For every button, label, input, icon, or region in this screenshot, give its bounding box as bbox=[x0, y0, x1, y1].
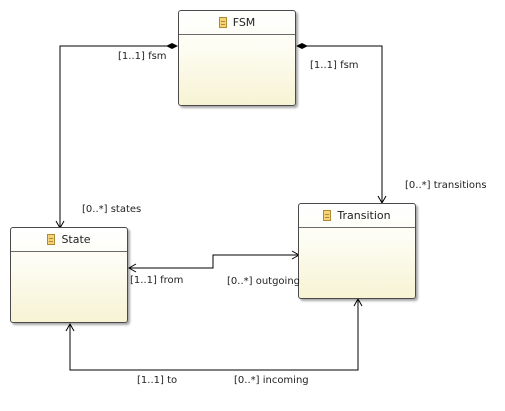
outgoing-role-label: [0..*] outgoing bbox=[227, 276, 301, 287]
fsm-class-box[interactable]: FSM bbox=[178, 10, 296, 106]
state-class-header: State bbox=[11, 228, 127, 252]
class-icon bbox=[47, 234, 56, 245]
incoming-role-label: [0..*] incoming bbox=[234, 375, 309, 386]
fsm-states-diamond bbox=[166, 43, 178, 49]
class-icon bbox=[323, 210, 332, 221]
from-outgoing-connector[interactable] bbox=[129, 254, 299, 269]
fsm-states-connector[interactable] bbox=[59, 45, 176, 228]
transition-class-header: Transition bbox=[299, 204, 415, 228]
class-icon bbox=[218, 17, 227, 28]
fsm-transitions-diamond bbox=[296, 43, 308, 49]
fsm-class-name: FSM bbox=[232, 16, 256, 29]
state-class-box[interactable]: State bbox=[10, 227, 128, 323]
fsm-class-header: FSM bbox=[179, 11, 295, 35]
fsm-left-role-label: [1..1] fsm bbox=[118, 51, 167, 62]
from-role-label: [1..1] from bbox=[130, 275, 184, 286]
fsm-transitions-connector[interactable] bbox=[297, 45, 383, 203]
incoming-arrowhead bbox=[353, 297, 363, 307]
to-incoming-connector[interactable] bbox=[69, 299, 359, 371]
state-class-name: State bbox=[61, 233, 91, 246]
to-arrowhead bbox=[65, 322, 75, 332]
fsm-right-role-label: [1..1] fsm bbox=[310, 60, 359, 71]
transitions-role-label: [0..*] transitions bbox=[405, 180, 487, 191]
to-role-label: [1..1] to bbox=[137, 375, 178, 386]
transition-class-name: Transition bbox=[337, 209, 391, 222]
from-arrowhead bbox=[127, 263, 137, 273]
transition-class-box[interactable]: Transition bbox=[298, 203, 416, 299]
states-role-label: [0..*] states bbox=[82, 204, 142, 215]
